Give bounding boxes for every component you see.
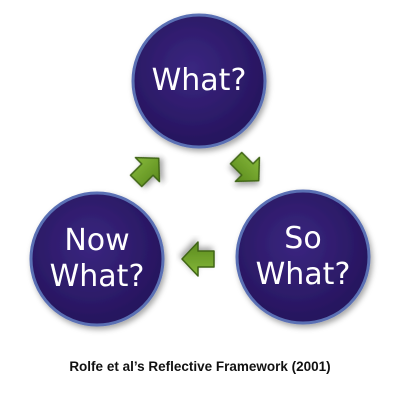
now-what-circle bbox=[29, 191, 165, 327]
so-what-label: So What? bbox=[255, 221, 351, 292]
now-what-label: Now What? bbox=[49, 223, 145, 294]
figure-caption: Rolfe et al’s Reflective Framework (2001… bbox=[69, 359, 331, 374]
arrow-to-what-icon bbox=[129, 156, 161, 188]
what-label: What? bbox=[151, 63, 247, 98]
what-circle bbox=[131, 13, 267, 149]
so-what-circle bbox=[235, 189, 371, 325]
arrow-to-now-what-icon bbox=[181, 241, 215, 277]
arrow-to-so-what-icon bbox=[229, 151, 261, 183]
